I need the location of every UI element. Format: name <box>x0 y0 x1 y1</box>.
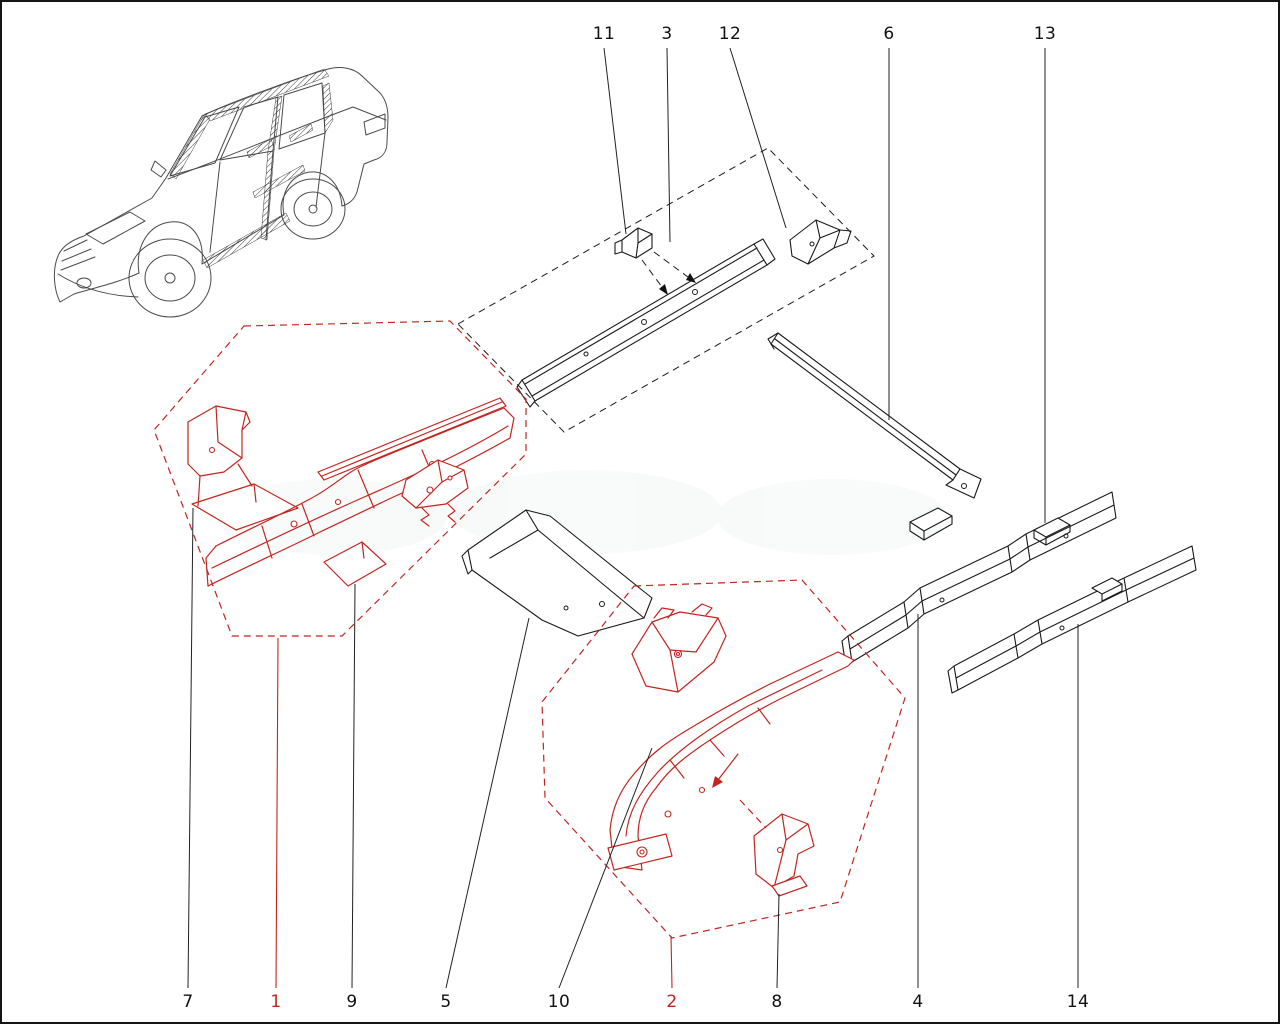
callout-1: 1 <box>270 992 282 1012</box>
callout-5: 5 <box>440 992 452 1012</box>
taillight <box>363 113 386 136</box>
leader-line-5 <box>445 617 530 989</box>
side-member-4 <box>841 491 1117 668</box>
rear-wheel <box>280 178 346 240</box>
leader-lines <box>187 47 1079 989</box>
callout-10: 10 <box>547 992 571 1012</box>
callout-8: 8 <box>771 992 783 1012</box>
front-wheel <box>128 238 212 318</box>
highlighted-body-structure <box>169 68 334 269</box>
sill-panel-3 <box>516 238 776 408</box>
callout-12: 12 <box>718 24 742 44</box>
callout-9: 9 <box>346 992 358 1012</box>
callout-11: 11 <box>592 24 616 44</box>
callout-2: 2 <box>666 992 678 1012</box>
leader-line-11 <box>603 47 627 235</box>
bracket-8 <box>739 799 815 897</box>
bracket-9 <box>401 459 469 527</box>
bracket-10 <box>631 603 727 693</box>
rail-bracket <box>909 507 953 541</box>
callout-7: 7 <box>182 992 194 1012</box>
callout-6: 6 <box>883 24 895 44</box>
floor-extension-5 <box>461 509 653 637</box>
rail-bracket <box>1091 577 1123 602</box>
bracket-11 <box>614 227 653 259</box>
group-1-dashed-outline <box>153 320 527 637</box>
bracket-13 <box>1033 517 1071 546</box>
callout-3: 3 <box>661 24 673 44</box>
grille <box>60 239 96 271</box>
assembly-arrows <box>641 251 696 295</box>
leader-line-1 <box>275 637 279 989</box>
cross-member-6 <box>767 332 982 499</box>
fog-light <box>76 277 92 289</box>
rear-side-member-group-2 <box>541 579 906 939</box>
callout-14: 14 <box>1066 992 1090 1012</box>
sill-dashed-box <box>457 147 875 433</box>
callout-4: 4 <box>912 992 924 1012</box>
direction-arrow <box>717 753 739 781</box>
leader-line-12 <box>729 47 787 229</box>
direction-arrowhead <box>712 776 723 788</box>
leader-line-10 <box>558 747 653 989</box>
front-side-member-rail <box>205 397 515 587</box>
leader-line-7 <box>187 507 194 989</box>
watermark <box>217 470 947 555</box>
mirror <box>150 160 167 178</box>
headlight <box>85 211 146 245</box>
front-side-member-group-1 <box>153 320 527 637</box>
group-2-dashed-outline <box>541 579 906 939</box>
rear-side-member-rail <box>607 651 855 871</box>
leader-line-3 <box>666 47 671 243</box>
leader-line-9 <box>351 583 356 989</box>
car-illustration <box>53 67 389 318</box>
callout-13: 13 <box>1033 24 1057 44</box>
leader-line-2 <box>670 935 673 989</box>
leader-line-8 <box>776 893 780 989</box>
mount-bracket-7 <box>187 405 299 531</box>
side-member-14 <box>947 545 1197 694</box>
rear-window <box>278 82 326 150</box>
bracket-12 <box>789 219 852 265</box>
